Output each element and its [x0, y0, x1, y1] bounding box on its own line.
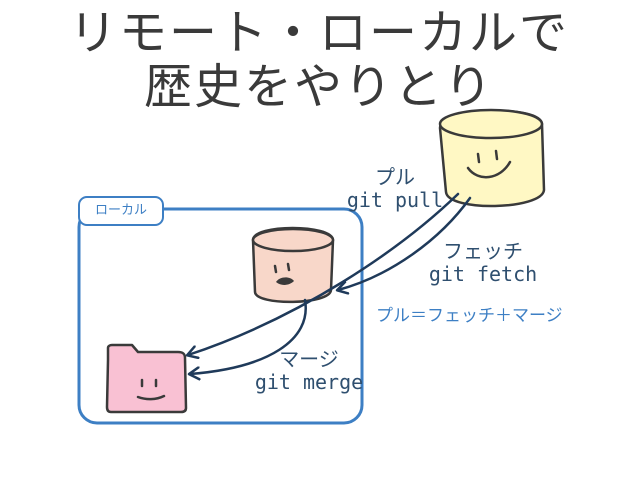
remote-repo-icon	[438, 108, 546, 208]
slide-title: リモート・ローカルで 歴史をやりとり	[0, 6, 638, 114]
merge-annotation: マージ git merge	[244, 348, 374, 394]
fetch-label: フェッチ	[443, 239, 523, 263]
pull-label: プル	[375, 165, 415, 189]
pull-annotation: プル git pull	[340, 166, 450, 212]
local-repo-icon	[251, 226, 335, 304]
merge-label: マージ	[279, 347, 339, 371]
merge-arrow	[190, 298, 307, 374]
merge-command: git merge	[254, 370, 364, 394]
local-label: ローカル	[78, 196, 164, 226]
title-line-2: 歴史をやりとり	[143, 59, 494, 115]
fetch-annotation: フェッチ git fetch	[418, 240, 548, 286]
title-line-1: リモート・ローカルで	[68, 5, 569, 61]
fetch-command: git fetch	[428, 262, 538, 286]
pull-command: git pull	[346, 188, 444, 212]
working-folder-icon	[105, 343, 188, 414]
fetch-arrow	[338, 196, 472, 290]
pull-equals-fetch-plus-merge: プル＝フェッチ＋マージ	[376, 306, 563, 326]
local-region-box	[77, 207, 364, 425]
